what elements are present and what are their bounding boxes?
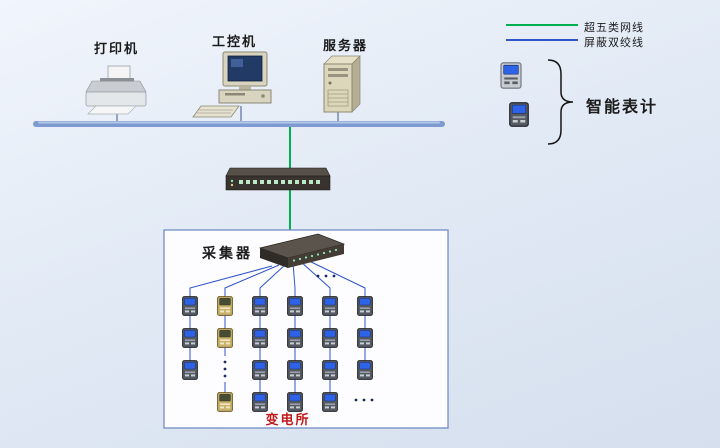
- meter-icon: [322, 296, 338, 316]
- meter-icon: [252, 328, 268, 348]
- meter-icon: [357, 328, 373, 348]
- meter-icon: [287, 296, 303, 316]
- smart-meter-icon-1: [500, 62, 522, 89]
- ellipsis-dots: [223, 274, 374, 402]
- meter-icon: [182, 360, 198, 380]
- smart-meter-icon-2: [509, 102, 529, 127]
- printer-label: 打印机: [94, 41, 140, 56]
- meter-icon: [357, 360, 373, 380]
- brace: [547, 59, 574, 145]
- meter-icon-yellow: [217, 296, 233, 316]
- smart-meters-label: 智能表计: [586, 99, 659, 116]
- meter-icon: [182, 296, 198, 316]
- switch-icon: [225, 167, 331, 191]
- meter-icon-yellow: [217, 392, 233, 412]
- meter-icon: [252, 296, 268, 316]
- legend-label-stp: 屏蔽双绞线: [584, 37, 644, 49]
- meter-icon: [322, 328, 338, 348]
- meter-icon-yellow: [217, 328, 233, 348]
- meter-icon: [357, 296, 373, 316]
- legend-label-cat5e: 超五类网线: [584, 22, 644, 34]
- collector-label: 采集器: [202, 247, 253, 262]
- industrial-pc-icon: [192, 51, 272, 118]
- collector-icon: [258, 233, 346, 268]
- meter-icon: [252, 360, 268, 380]
- printer-icon: [85, 65, 147, 115]
- meter-icon: [287, 328, 303, 348]
- network-bus: [33, 121, 445, 127]
- industrial-pc-label: 工控机: [212, 34, 258, 49]
- server-label: 服务器: [323, 38, 369, 53]
- server-icon: [323, 55, 361, 113]
- meter-icon: [287, 360, 303, 380]
- substation-label: 变电所: [265, 412, 311, 427]
- meter-icon: [182, 328, 198, 348]
- meter-icon: [322, 360, 338, 380]
- smart-meter-samples: [500, 59, 574, 145]
